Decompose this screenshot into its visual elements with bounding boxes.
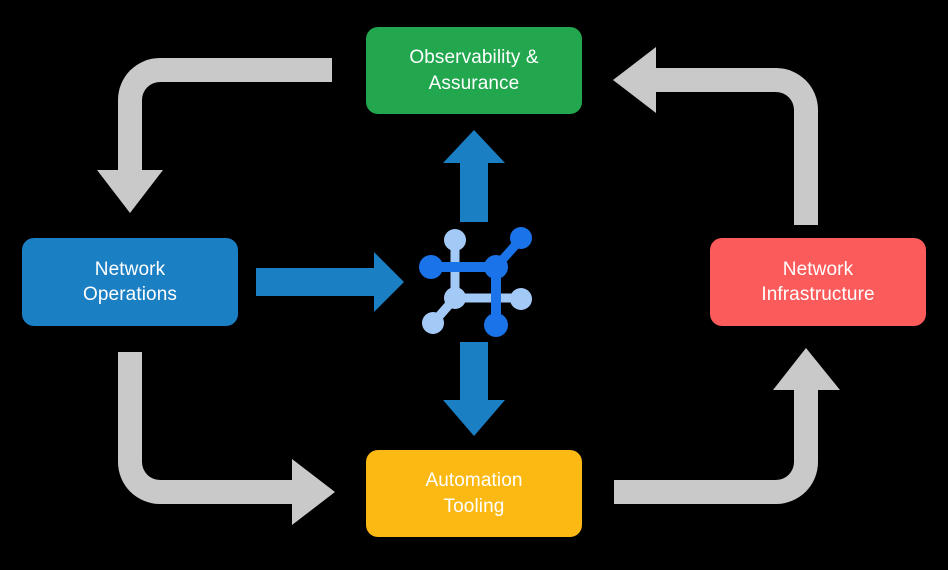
node-label-observability: Observability & Assurance xyxy=(409,47,539,94)
arrow-observability-to-operations xyxy=(97,58,332,213)
arrow-center-to-observability xyxy=(443,130,505,222)
arrow-infrastructure-to-observability xyxy=(613,47,818,225)
arrow-operations-to-automation xyxy=(118,352,335,525)
node-network-operations[interactable]: Network Operations xyxy=(22,238,238,326)
node-label-automation: Automation Tooling xyxy=(425,470,523,517)
arrow-operations-to-center xyxy=(256,252,404,312)
arrow-center-to-automation xyxy=(443,342,505,436)
node-label-infrastructure: Network Infrastructure xyxy=(761,258,875,305)
node-network-infrastructure[interactable]: Network Infrastructure xyxy=(710,238,926,326)
arrow-automation-to-infrastructure xyxy=(614,348,840,504)
network-topology-icon xyxy=(419,227,532,337)
node-label-operations: Network Operations xyxy=(83,258,177,305)
node-automation-tooling[interactable]: Automation Tooling xyxy=(366,450,582,537)
node-observability-and-assurance[interactable]: Observability & Assurance xyxy=(366,27,582,114)
